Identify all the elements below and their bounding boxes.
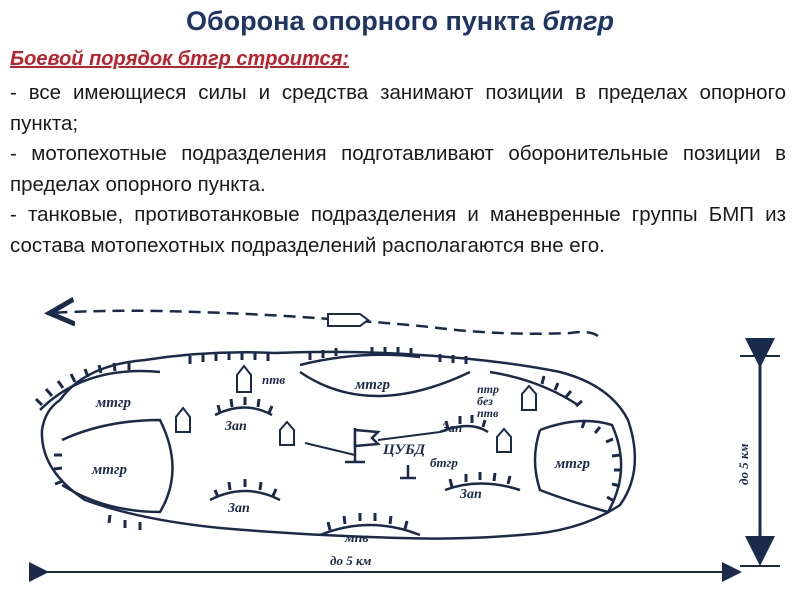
label-ptr: птр <box>477 382 499 396</box>
bullet-list: - все имеющиеся силы и средства занимают… <box>10 78 786 261</box>
label-width: до 5 км <box>330 553 372 568</box>
maneuver-route <box>52 311 599 338</box>
label-mtgr-top-left: мтгр <box>95 395 131 411</box>
antitank-unit-icon <box>175 364 537 453</box>
position-arcs <box>39 353 623 537</box>
label-mtgr-top-center: мтгр <box>354 377 390 393</box>
label-btgr: бтгр <box>430 455 458 470</box>
label-bez: без <box>477 394 493 408</box>
label-mpv: мпв <box>344 531 369 546</box>
title-main: Оборона опорного пункта <box>186 6 535 36</box>
bullet-item-1: - все имеющиеся силы и средства занимают… <box>10 81 786 135</box>
page-title: Оборона опорного пункта бтгр <box>0 6 800 37</box>
label-zap-4: 3ап <box>459 487 482 502</box>
title-abbreviation: бтгр <box>542 6 614 36</box>
depth-dimension-arrow <box>740 338 780 567</box>
bullet-item-2: - мотопехотные подразделения подготавлив… <box>10 142 786 196</box>
label-ptv-top: птв <box>262 372 285 387</box>
label-zap-2: 3ап <box>441 420 462 435</box>
recon-vehicle-icon <box>327 313 370 327</box>
label-tsubd: ЦУБД <box>382 442 426 458</box>
bullet-item-3: - танковые, противотанковые подразделени… <box>10 203 786 257</box>
label-mtgr-left: мтгр <box>91 462 127 478</box>
label-zap-1: 3ап <box>224 419 247 434</box>
subheading: Боевой порядок бтгр строится: <box>10 48 350 70</box>
trench-ticks <box>34 347 622 531</box>
strongpoint-perimeter <box>40 350 637 540</box>
communication-lines <box>304 431 441 456</box>
label-depth: до 5 км <box>736 443 751 485</box>
label-zap-3: 3ап <box>227 501 250 516</box>
command-post-flag-icon <box>345 428 416 480</box>
label-ptv-right: птв <box>477 406 499 420</box>
label-mtgr-right: мтгр <box>554 456 590 472</box>
